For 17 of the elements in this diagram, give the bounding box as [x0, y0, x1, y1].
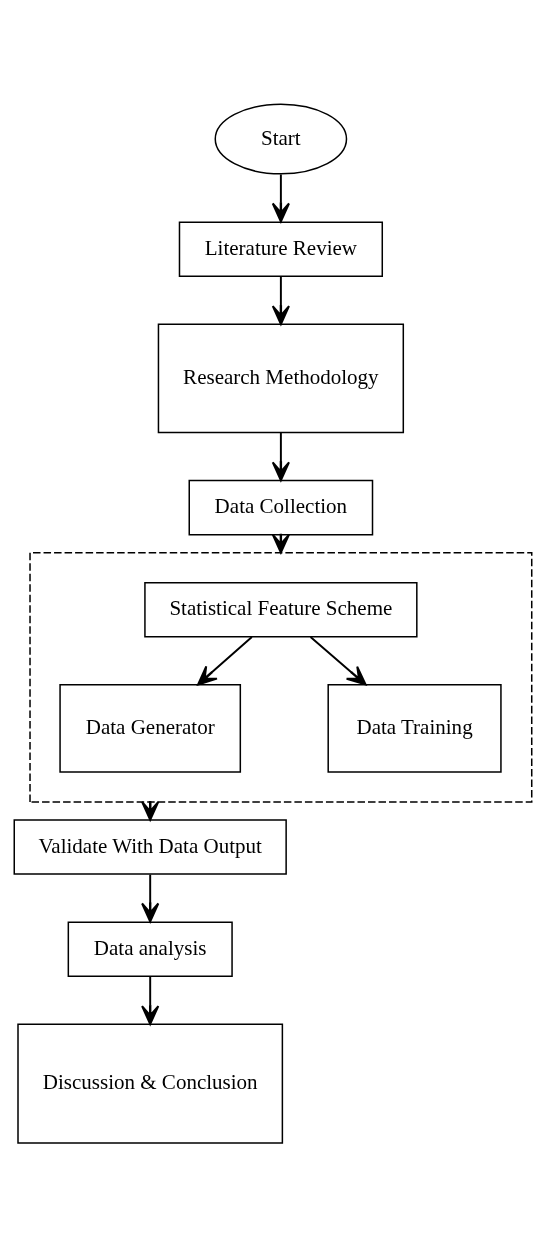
node-box: Research Methodology	[157, 323, 405, 434]
arrow	[271, 173, 290, 223]
node-box: Statistical Feature Scheme	[144, 581, 418, 638]
node-box: Literature Review	[178, 221, 383, 277]
arrow	[309, 635, 367, 686]
node-box: Validate With Data Output	[13, 819, 287, 875]
node-box: Discussion & Conclusion	[17, 1023, 284, 1144]
arrow	[271, 275, 290, 326]
arrow	[197, 635, 253, 686]
node-box: Data Generator	[59, 684, 242, 773]
arrow	[141, 873, 160, 923]
node-ellipse: Start	[214, 103, 348, 175]
node-box: Data Training	[327, 684, 502, 773]
cluster	[29, 551, 533, 803]
arrow	[271, 431, 290, 482]
arrow	[141, 975, 160, 1026]
node-box: Data analysis	[67, 921, 233, 977]
